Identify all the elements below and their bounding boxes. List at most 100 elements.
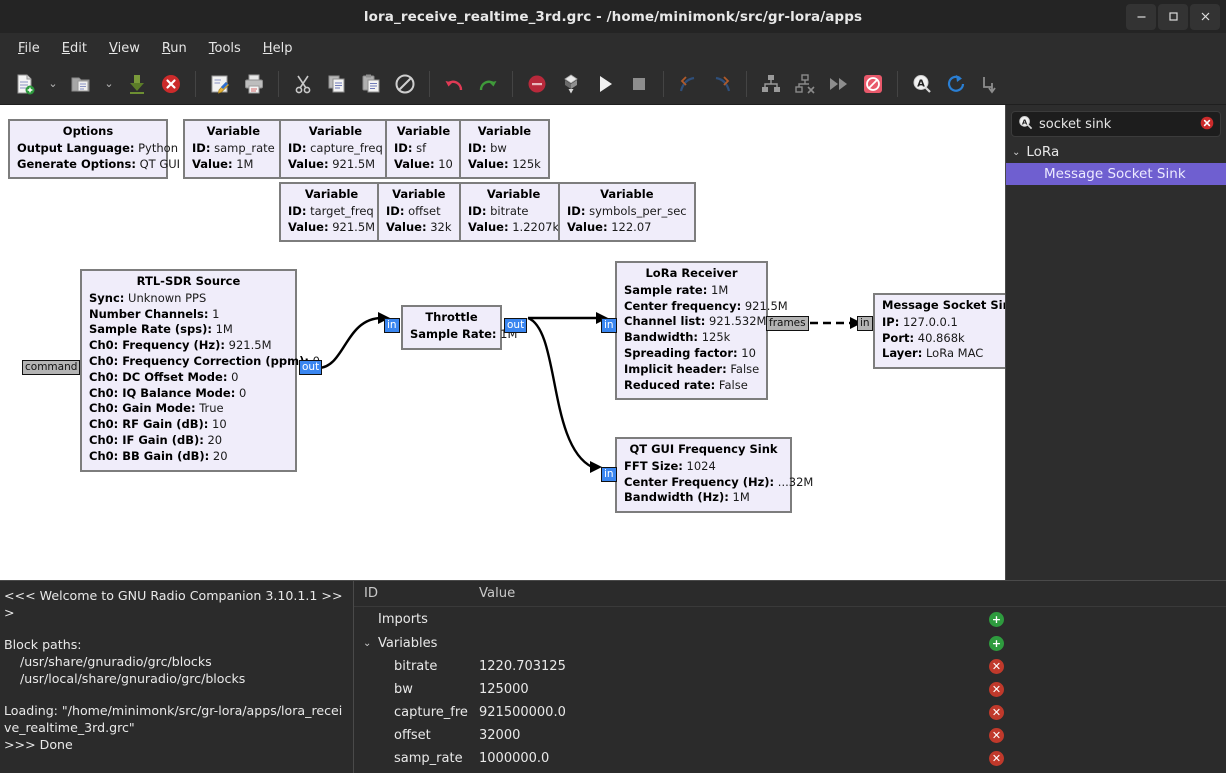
toolbar-separator [663,70,664,97]
add-import-button[interactable]: + [989,611,1004,627]
delete-variable-button[interactable]: ✕ [989,751,1004,766]
menu-view[interactable]: View [108,40,140,56]
block-param: Reduced rate: False [624,377,748,392]
block-qt-gui-frequency-sink[interactable]: QT GUI Frequency Sink FFT Size: 1024 Cen… [615,437,813,514]
block-variable-capture-freq[interactable]: Variable ID: capture_freq Value: 921.5M [279,119,392,180]
menu-help[interactable]: Help [262,40,293,56]
disable-icon[interactable] [788,67,822,101]
log-line: <<< Welcome to GNU Radio Companion 3.10.… [4,588,343,620]
print-icon[interactable] [237,67,271,101]
row-id: capture_fre [394,705,468,720]
minimize-button[interactable] [1126,3,1156,30]
block-variable-offset[interactable]: Variable ID: offset Value: 32k [377,182,461,243]
block-variable-samp-rate[interactable]: Variable ID: samp_rate Value: 1M [183,119,284,180]
flowgraph-canvas[interactable]: Options Output Language: Python Generate… [0,105,1006,580]
reload-blocks-icon[interactable] [939,67,973,101]
undo-icon[interactable] [437,67,471,101]
table-row[interactable]: Imports + [354,607,1226,631]
row-id: bitrate [394,659,438,674]
open-flowgraph-icon[interactable] [64,67,98,101]
bypass-icon[interactable] [822,67,856,101]
block-title: Variable [206,124,261,138]
maximize-button[interactable] [1158,3,1188,30]
kill-icon[interactable] [622,67,656,101]
toolbar-separator [195,70,196,97]
port-lora-receiver-in[interactable]: in [601,318,617,333]
port-lora-receiver-frames[interactable]: frames [766,316,809,331]
edit-properties-icon[interactable] [203,67,237,101]
delete-variable-button[interactable]: ✕ [989,705,1004,720]
menu-file[interactable]: File [18,40,40,56]
window-title: lora_receive_realtime_3rd.grc - /home/mi… [363,8,863,25]
table-row[interactable]: bw 125000 ✕ [354,678,1226,701]
toolbar-separator [278,70,279,97]
library-item-message-socket-sink[interactable]: Message Socket Sink [1006,163,1226,185]
console-log-panel[interactable]: <<< Welcome to GNU Radio Companion 3.10.… [0,580,353,773]
enable-icon[interactable] [754,67,788,101]
rotate-left-icon[interactable] [671,67,705,101]
block-throttle[interactable]: Throttle Sample Rate: 1M [401,305,517,350]
block-param: ID: sf [394,140,427,155]
close-flowgraph-icon[interactable] [154,67,188,101]
chevron-down-icon[interactable]: ⌄ [363,637,372,649]
errors-icon[interactable] [520,67,554,101]
port-qt-gui-frequency-sink-in[interactable]: in [601,467,617,482]
paste-icon[interactable] [354,67,388,101]
port-message-socket-sink-in[interactable]: in [857,316,873,331]
block-search-bar[interactable]: A socket sink [1011,111,1221,137]
menu-edit[interactable]: Edit [61,40,87,56]
save-icon[interactable] [120,67,154,101]
execute-icon[interactable] [588,67,622,101]
block-message-socket-sink[interactable]: Message Socket Sink IP: 127.0.0.1 Port: … [873,293,1005,370]
svg-text:A: A [917,78,925,89]
menu-tools[interactable]: Tools [208,40,241,56]
block-rtl-sdr-source[interactable]: RTL-SDR Source Sync: Unknown PPS Number … [80,269,320,472]
column-header-id: ID [364,586,379,601]
rotate-right-icon[interactable] [705,67,739,101]
generate-icon[interactable] [554,67,588,101]
block-variable-bw[interactable]: Variable ID: bw Value: 125k [459,119,550,180]
chevron-down-icon: ⌄ [1012,146,1021,158]
variables-table-panel[interactable]: ID Value Imports + ⌄ Variables + bitrate… [353,580,1226,773]
table-row[interactable]: samp_rate 1000000.0 ✕ [354,747,1226,770]
toolbar-separator [512,70,513,97]
delete-variable-button[interactable]: ✕ [989,682,1004,697]
port-throttle-out[interactable]: out [504,318,528,333]
delete-icon[interactable] [388,67,422,101]
block-variable-symbols-per-sec[interactable]: Variable ID: symbols_per_sec Value: 122.… [558,182,696,243]
block-param: Ch0: RF Gain (dB): 10 [89,417,227,432]
table-row[interactable]: offset 32000 ✕ [354,724,1226,747]
block-variable-target-freq[interactable]: Variable ID: target_freq Value: 921.5M [279,182,385,243]
close-button[interactable] [1190,3,1220,30]
port-throttle-in[interactable]: in [384,318,400,333]
open-recent-chevron-icon[interactable]: ⌄ [104,77,114,90]
menu-run[interactable]: Run [161,40,187,56]
block-param: Port: 40.868k [882,330,965,345]
table-row[interactable]: ⌄ Variables + [354,631,1226,655]
log-line: /usr/local/share/gnuradio/grc/blocks [4,671,246,686]
more-icon[interactable] [973,67,1007,101]
table-row[interactable]: capture_fre 921500000.0 ✕ [354,701,1226,724]
redo-icon[interactable] [471,67,505,101]
search-input[interactable]: socket sink [1039,116,1112,132]
port-rtlsdr-command[interactable]: command [22,360,81,375]
delete-variable-button[interactable]: ✕ [989,728,1004,743]
library-category-lora[interactable]: ⌄ LoRa [1006,141,1226,163]
add-variable-button[interactable]: + [989,635,1004,651]
block-variable-bitrate[interactable]: Variable ID: bitrate Value: 1.2207k [459,182,569,243]
new-flowgraph-icon[interactable] [8,67,42,101]
new-dropdown-chevron-icon[interactable]: ⌄ [48,77,58,90]
port-rtlsdr-out[interactable]: out [299,360,323,375]
toggle-icon[interactable] [856,67,890,101]
block-lora-receiver[interactable]: LoRa Receiver Sample rate: 1M Center fre… [615,261,788,401]
block-title: Variable [396,124,451,138]
table-row[interactable]: bitrate 1220.703125 ✕ [354,655,1226,678]
cut-icon[interactable] [286,67,320,101]
block-variable-sf[interactable]: Variable ID: sf Value: 10 [385,119,462,180]
clear-icon[interactable] [1200,115,1214,134]
block-param: Value: 921.5M [288,219,376,234]
block-options[interactable]: Options Output Language: Python Generate… [8,119,180,180]
find-block-icon[interactable]: A [905,67,939,101]
copy-icon[interactable] [320,67,354,101]
delete-variable-button[interactable]: ✕ [989,659,1004,674]
